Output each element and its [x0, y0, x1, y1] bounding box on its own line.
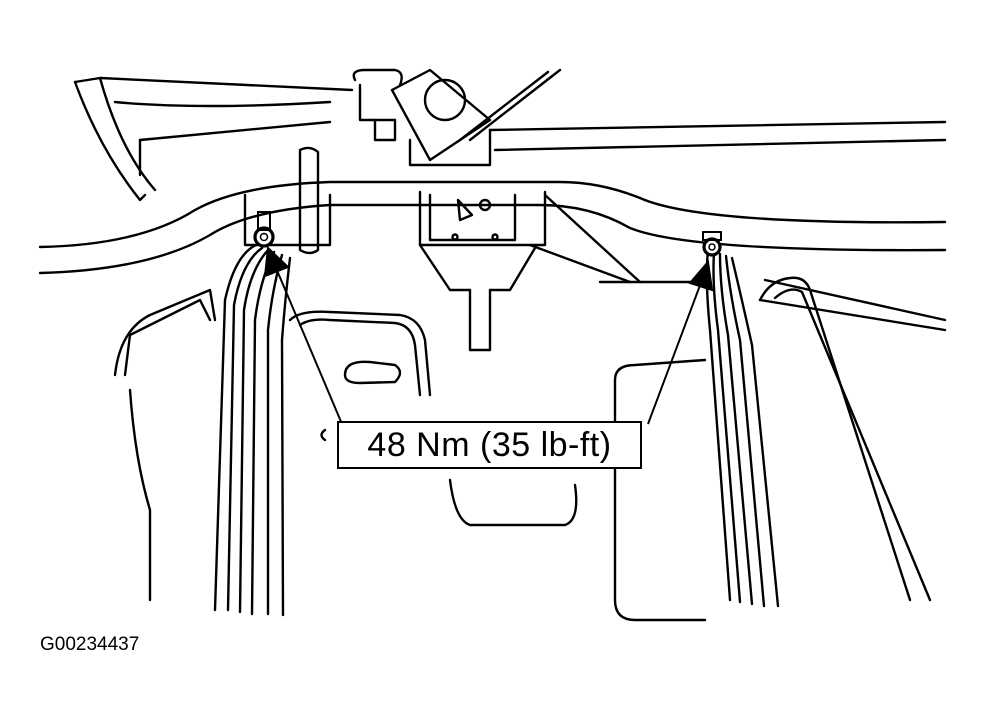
cross-tube [38, 180, 947, 275]
torque-callout: 48 Nm (35 lb-ft) [337, 421, 642, 469]
frame-rails [73, 68, 947, 202]
figure-id: G00234437 [40, 634, 140, 655]
left-leader-arrow [263, 245, 343, 425]
right-leader-arrow [647, 259, 714, 425]
right-strap [705, 248, 932, 608]
right-bolt-icon [702, 231, 722, 257]
center-bracket [243, 68, 642, 352]
left-strap [213, 243, 292, 617]
left-bolt-icon [253, 211, 275, 248]
fuel-tank-outline [113, 278, 947, 622]
torque-spec-label: 48 Nm (35 lb-ft) [367, 425, 612, 464]
